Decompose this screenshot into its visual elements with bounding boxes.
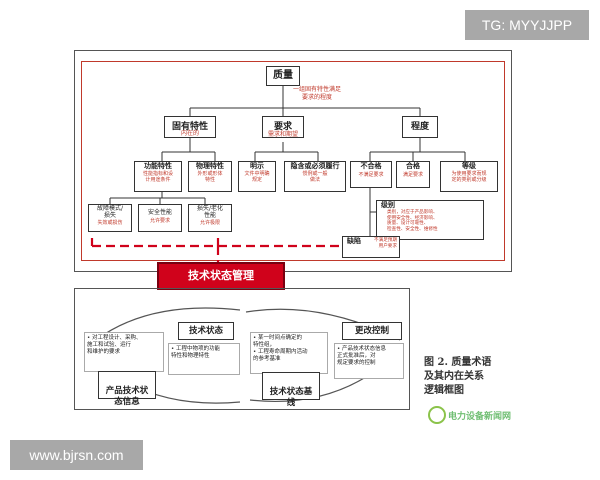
safety-note: 允许要求 [149,218,170,224]
nonconform-box: 不合格 不满足要求 [350,161,392,188]
status-note: • 工程中物项的功能 特性和物理特性 [168,343,240,375]
defect-note: 不满足预期 用户要求 [374,238,397,249]
nonconform-label: 不合格 [360,162,382,170]
safety-label: 安全性能 [147,209,172,216]
baseline-box: 技术状态基 线 [262,372,320,408]
site-logo-icon [428,406,446,424]
aging-label: 损失/老化 性能 [196,205,224,219]
requirement-box: 要求 [262,116,304,138]
defect-box: 缺陷 不满足预期 用户要求 [342,236,400,258]
physical-box: 物理特性 外形或形体 特性 [188,161,232,192]
site-text: www.bjrsn.com [29,447,124,463]
site-badge: www.bjrsn.com [10,440,143,470]
change-label: 更改控制 [354,326,389,336]
baseline-label: 技术状态基 线 [269,387,313,408]
lifecycle-panel [74,288,410,410]
change-box: 更改控制 [342,322,402,340]
safety-box: 安全性能 允许要求 [138,204,182,232]
explicit-box: 明示 文件中明确 规定 [238,161,276,192]
degree-label: 程度 [410,122,429,132]
grade-label: 等级 [462,162,476,170]
quality-inner-frame [81,61,505,261]
functional-label: 功能特性 [144,162,172,170]
functional-box: 功能特性 性能指标和设 计用途条件 [134,161,182,192]
conform-box: 合格 满足要求 [396,161,430,188]
aging-box: 损失/老化 性能 允许极限 [188,204,232,232]
physical-label: 物理特性 [196,162,224,170]
defect-label: 缺陷 [347,237,361,245]
conform-note: 满足要求 [402,172,423,178]
figure-caption: 图 2. 质量术语 及其内在关系 逻辑框图 [424,357,492,396]
failure-box: 故障模式/ 损失 失效或损伤 [88,204,132,232]
requirement-note: 需求和期望 [267,131,298,138]
tg-text: TG: MYYJJPP [481,17,573,33]
conform-label: 合格 [406,162,420,170]
nonconform-note: 不满足要求 [358,172,384,178]
level-note: 类别，对应于产品影响、 使用安全性、经济影响、 质量、设计可靠性、 检查性、安全… [387,210,438,232]
tg-badge: TG: MYYJJPP [465,10,589,40]
change-note: • 产品技术状态信息 正式批准后，对 规定要求的控制 [334,343,404,379]
info-note: • 对工程设计、采购、 施工和试验、运行 和维护的要求 [84,332,164,372]
quality-root-label: 质量 [273,70,293,81]
inherent-label: 固有特性 [171,122,208,132]
implicit-box: 隐含或必须履行 惯例或一般 做法 [284,161,346,192]
implicit-label: 隐含或必须履行 [290,162,340,170]
functional-note: 性能指标和设 计用途条件 [142,171,173,183]
inherent-note: 内在的 [180,130,199,137]
quality-root-box: 质量 [266,66,300,86]
aging-note: 允许极限 [199,220,220,226]
status-box: 技术状态 [178,322,234,340]
inherent-box: 固有特性 [164,116,216,138]
level-label: 级别 [381,201,395,209]
grade-note: 为使用要求而规 定的类别或分级 [451,171,487,183]
site-logo-text: 电力设备新闻网 [448,412,512,422]
explicit-label: 明示 [250,162,264,170]
tsm-banner: 技术状态管理 [157,262,285,290]
level-box: 级别 类别，对应于产品影响、 使用安全性、经济影响、 质量、设计可靠性、 检查性… [376,200,484,240]
baseline-note: • 某一时间点确定的 特性组， • 工程寿命周期内活动 的参考基准 [250,332,328,374]
explicit-note: 文件中明确 规定 [244,171,270,183]
failure-label: 故障模式/ 损失 [96,205,124,219]
info-label: 产品技术状 态信息 [105,386,149,407]
quality-panel [74,50,512,272]
implicit-note: 惯例或一般 做法 [302,171,328,183]
quality-root-note: 一组固有特性满足 要求的程度 [292,86,341,101]
requirement-label: 要求 [273,122,292,132]
physical-note: 外形或形体 特性 [197,171,223,183]
info-box: 产品技术状 态信息 [98,371,156,407]
degree-box: 程度 [402,116,438,138]
failure-note: 失效或损伤 [97,220,123,226]
tsm-label: 技术状态管理 [188,269,254,282]
grade-box: 等级 为使用要求而规 定的类别或分级 [440,161,498,192]
status-label: 技术状态 [188,326,223,336]
